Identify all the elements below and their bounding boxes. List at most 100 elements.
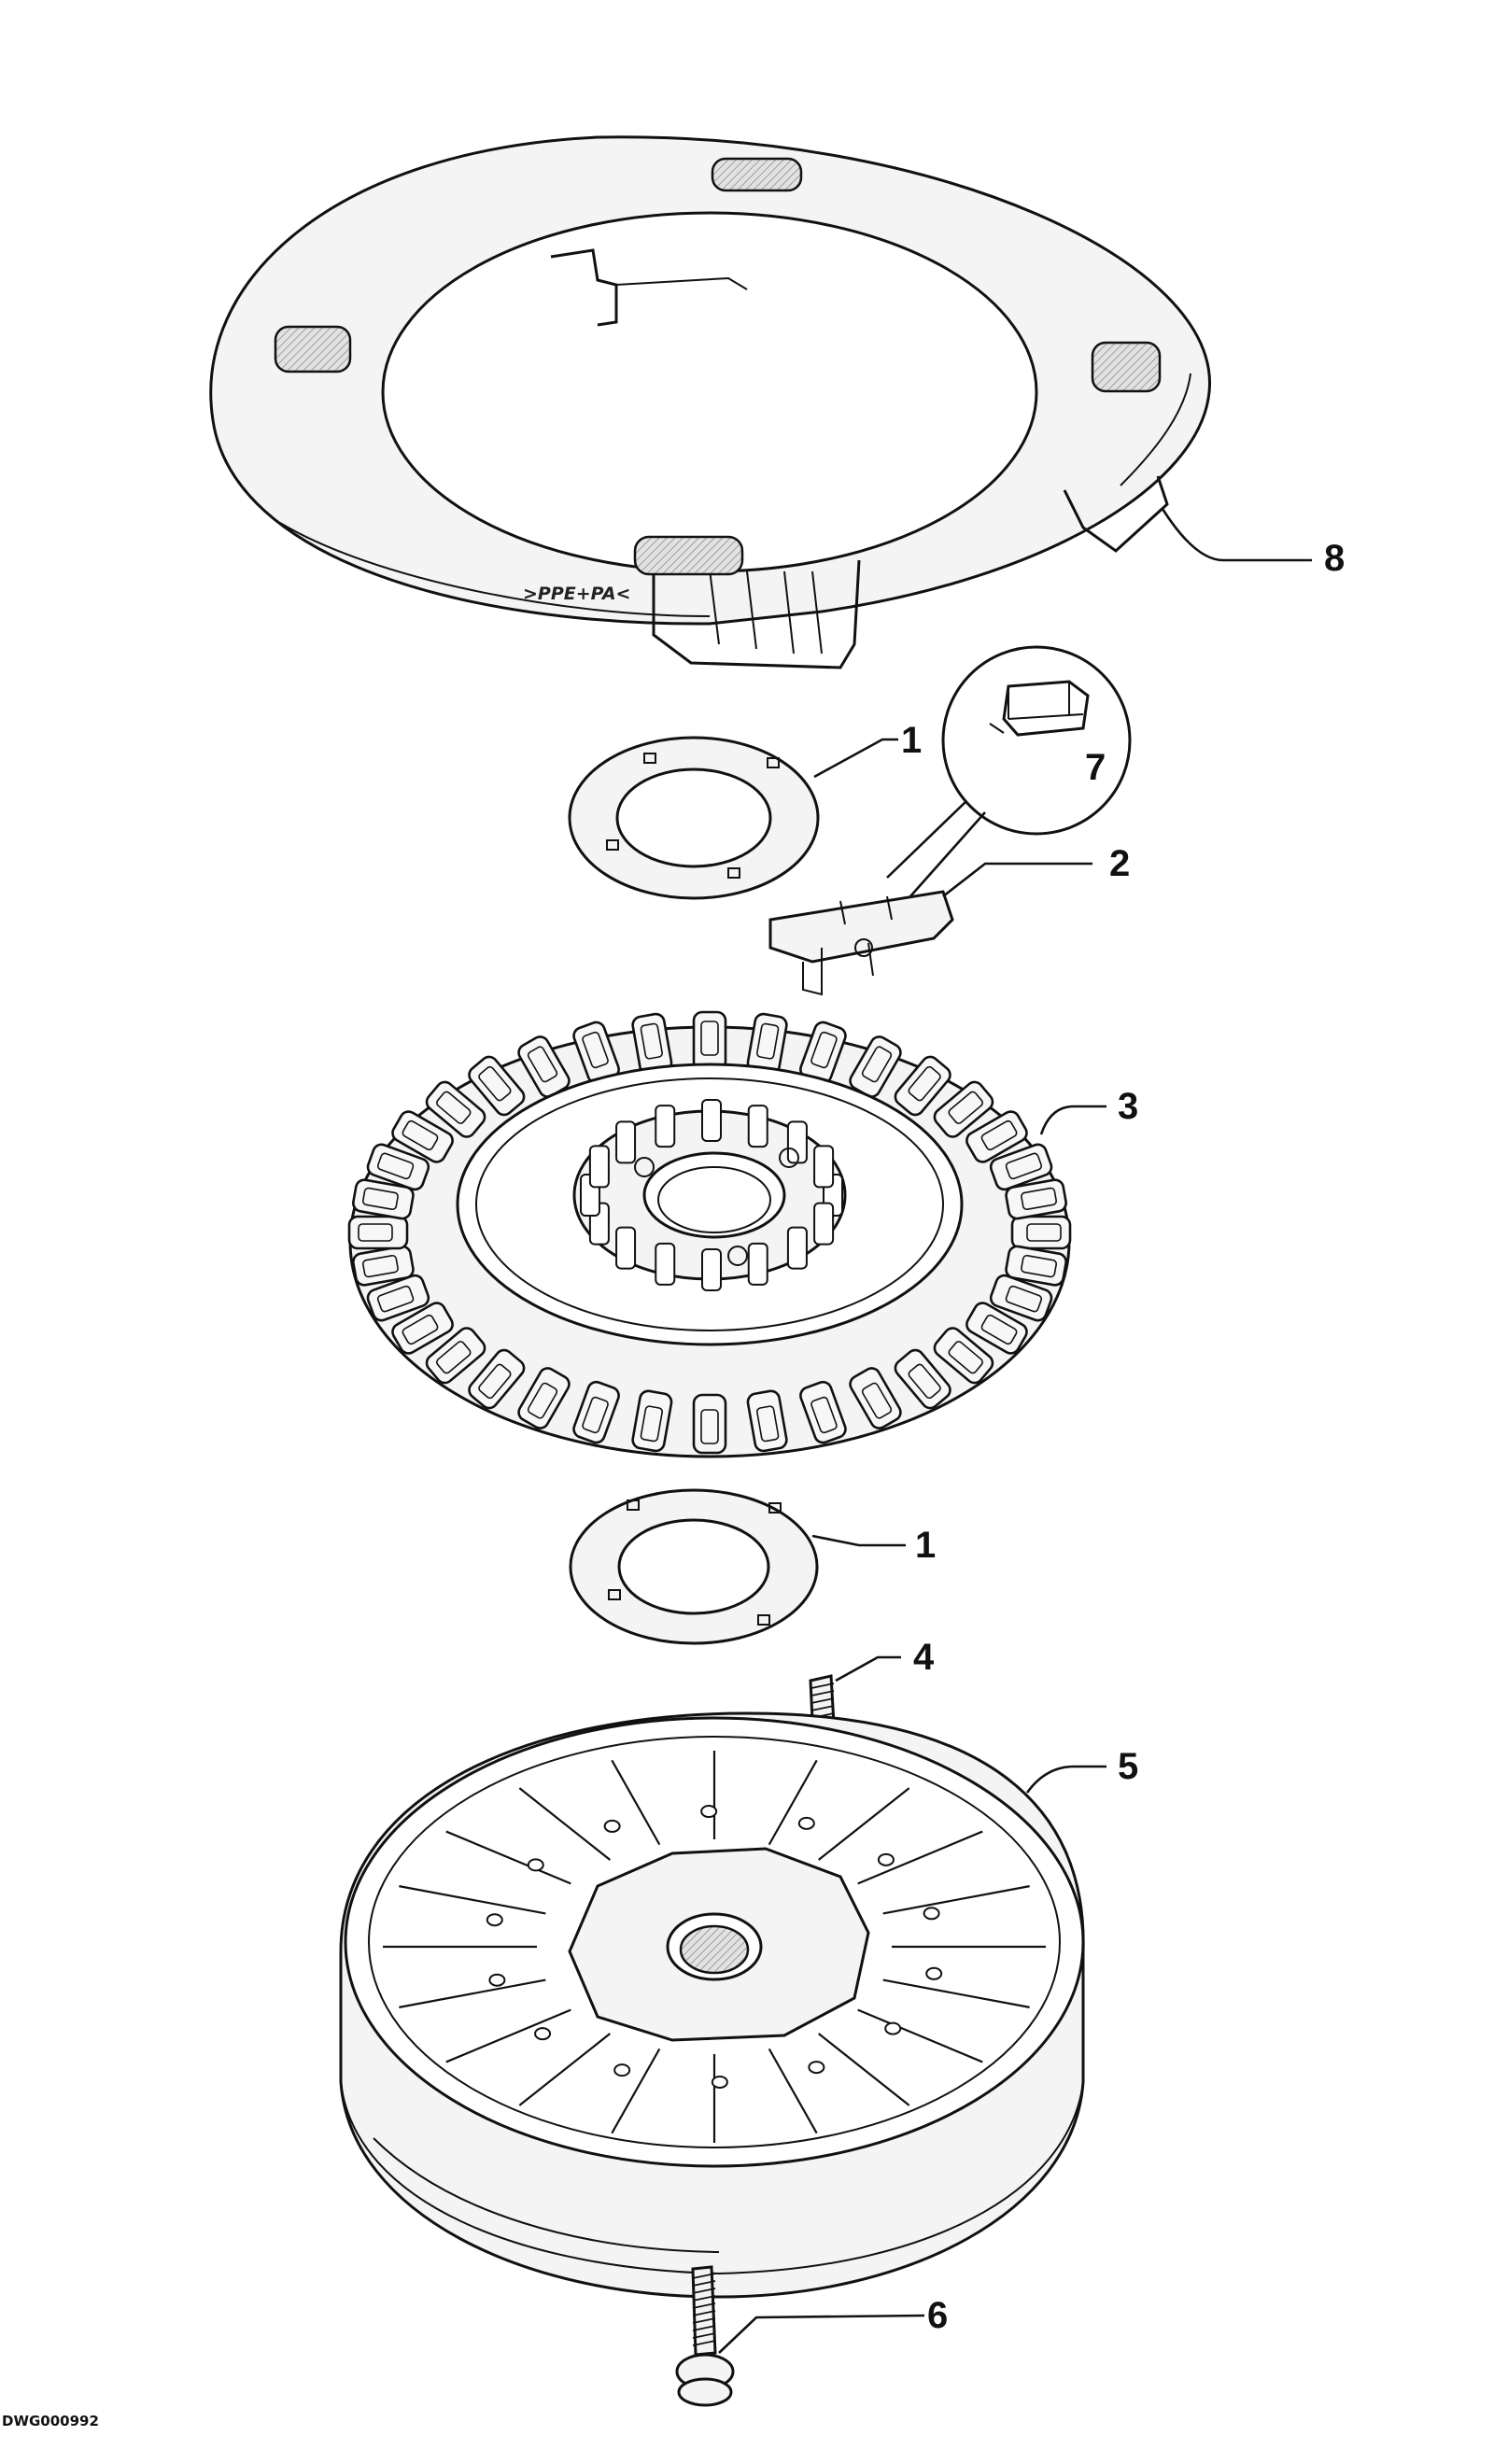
leader-5 — [1025, 1765, 1106, 1794]
stator-teeth — [347, 1010, 1072, 1455]
stator-tooth-face — [700, 1409, 719, 1444]
stator-tooth-face — [376, 1152, 415, 1180]
stator-tooth — [366, 1274, 430, 1322]
callout-labels: 8 1 7 2 3 1 4 5 6 — [901, 538, 1345, 2336]
rotor-hole — [488, 1973, 506, 1987]
bolt-thread-line — [810, 1683, 835, 1689]
hub-fin — [615, 1120, 637, 1164]
leader-4 — [835, 1655, 901, 1683]
hub-fin — [588, 1145, 610, 1189]
stator-tooth-face — [402, 1314, 439, 1345]
stator-tooth-face — [640, 1022, 663, 1060]
rotor-fin — [399, 1885, 546, 1915]
callout-6: 6 — [927, 2295, 948, 2336]
stator-tooth — [799, 1380, 847, 1444]
rotor-fin — [857, 1830, 983, 1885]
stator-tooth-face — [756, 1405, 780, 1443]
stator-tooth-face — [756, 1022, 780, 1060]
stator-tooth-face — [436, 1341, 472, 1374]
stator-tooth — [352, 1178, 415, 1220]
stator-tooth-face — [980, 1119, 1018, 1151]
bolt-thread-line — [692, 2325, 716, 2331]
stator-tooth-face — [1005, 1152, 1043, 1180]
part-5-rotor — [339, 1711, 1085, 2299]
leader-3 — [1039, 1105, 1106, 1135]
stator-tooth-face — [700, 1021, 719, 1056]
stator-tooth-face — [376, 1285, 415, 1313]
leader-1-upper — [813, 738, 898, 779]
callout-2: 2 — [1109, 843, 1130, 884]
stator-tooth — [989, 1143, 1053, 1191]
callout-8: 8 — [1324, 538, 1345, 579]
hub-fin — [813, 1202, 835, 1246]
bolt-thread-line — [692, 2302, 716, 2309]
rotor-fin — [817, 2033, 910, 2106]
bolt-thread-line — [692, 2288, 716, 2294]
bolt-thread-line — [692, 2332, 716, 2339]
stator-tooth-face — [980, 1314, 1018, 1345]
hub-fin — [655, 1242, 676, 1286]
stator-tooth — [366, 1143, 430, 1191]
rotor-hole — [486, 1913, 503, 1927]
rotor-fin — [399, 1978, 546, 2008]
stator-tooth-face — [478, 1363, 512, 1400]
rotor-fin — [445, 2008, 571, 2063]
stator-tooth-face — [948, 1091, 983, 1124]
rotor-fin — [445, 1830, 571, 1885]
hub-fin — [786, 1226, 808, 1270]
part-1-upper-washer — [568, 736, 820, 900]
bolt-thread-line — [810, 1697, 835, 1704]
stator-tooth — [572, 1380, 620, 1444]
rotor-hole — [700, 1805, 718, 1819]
hub-fin — [747, 1242, 768, 1286]
stator-tooth-face — [640, 1405, 663, 1443]
bolt-6-thread — [692, 2273, 716, 2346]
rotor-fin — [611, 1759, 661, 1846]
hub-fin — [655, 1105, 676, 1148]
stator-tooth-face — [436, 1091, 472, 1124]
part-8-mounting-ring: >PPE+PA< — [209, 135, 1211, 669]
rotor-fin — [857, 2008, 983, 2063]
stator-tooth — [1005, 1178, 1067, 1220]
stator-tooth-face — [1021, 1187, 1058, 1211]
stator-tooth-face — [948, 1341, 983, 1374]
bolt-thread-line — [810, 1705, 835, 1711]
stator-tooth-face — [810, 1031, 838, 1069]
rotor-fin — [882, 1885, 1030, 1915]
callout-7: 7 — [1085, 747, 1106, 788]
stator-tooth — [989, 1274, 1053, 1322]
part-1-lower-washer — [569, 1488, 819, 1645]
bolt-thread-line — [692, 2317, 716, 2324]
bolt-thread-line — [692, 2310, 716, 2316]
stator-tooth — [631, 1389, 673, 1453]
rotor-hole — [884, 2021, 902, 2035]
part-2-hall-sensor — [768, 890, 954, 996]
hub-fin — [701, 1248, 722, 1291]
stator-tooth-face — [908, 1363, 941, 1400]
rotor-hole — [797, 1816, 815, 1830]
leader-2 — [942, 862, 1092, 898]
bolt-thread-line — [692, 2340, 716, 2346]
rotor-hole — [534, 2027, 552, 2041]
rotor-fin — [768, 2048, 818, 2134]
stator-tooth-face — [402, 1119, 439, 1151]
rotor-hole — [603, 1819, 621, 1833]
stator-tooth-face — [1021, 1254, 1058, 1278]
rotor-hole — [925, 1966, 943, 1980]
stator-tooth-face — [527, 1046, 558, 1083]
rotor-hole — [527, 1858, 544, 1872]
stator-tooth-face — [810, 1396, 838, 1434]
drawing-code: DWG000992 — [2, 2413, 99, 2429]
leader-1-lower — [811, 1534, 906, 1547]
rotor-fin — [611, 2048, 661, 2134]
hub-fin — [747, 1105, 768, 1148]
stator-tooth-face — [908, 1065, 941, 1102]
part-6-rotor-bolt — [675, 2265, 735, 2407]
callout-1-lower: 1 — [915, 1525, 936, 1566]
rotor-fin — [768, 1759, 818, 1846]
callout-1-upper: 1 — [901, 720, 922, 761]
stator-tooth-face — [861, 1382, 893, 1419]
stator-tooth-face — [527, 1382, 558, 1419]
hub-fin — [701, 1099, 722, 1142]
